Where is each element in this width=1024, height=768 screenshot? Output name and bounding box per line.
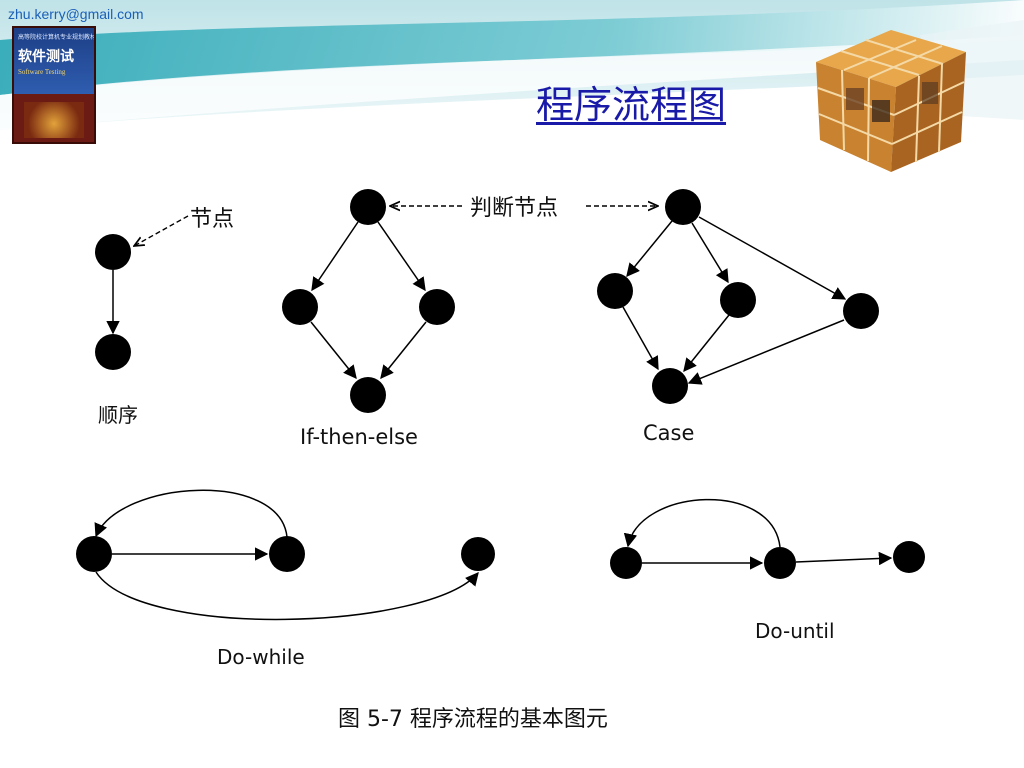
- case-arrow: [687, 319, 845, 385]
- dountil-exit-arrow: [795, 551, 893, 566]
- case-node-middle: [720, 282, 756, 318]
- case-node-right: [843, 293, 879, 329]
- case-figure: Case: [597, 189, 879, 445]
- if-then-else-figure: If-then-else: [282, 189, 455, 449]
- author-email[interactable]: zhu.kerry@gmail.com: [8, 6, 144, 22]
- case-arrow: [683, 314, 730, 373]
- slide-title: 程序流程图: [536, 83, 727, 127]
- ite-node-right: [419, 289, 455, 325]
- case-node-bottom: [652, 368, 688, 404]
- ite-node-top: [350, 189, 386, 225]
- case-node-left: [597, 273, 633, 309]
- case-arrow: [622, 306, 659, 371]
- sequence-label: 顺序: [98, 403, 138, 427]
- ite-arrow: [311, 221, 359, 292]
- if-then-else-label: If-then-else: [300, 425, 418, 449]
- case-arrow: [691, 222, 729, 284]
- book-cover-image: 高等院校计算机专业规划教材 软件测试 Software Testing: [12, 26, 96, 144]
- ite-node-bottom: [350, 377, 386, 413]
- dowhile-exit-arrow: [95, 571, 479, 621]
- ite-arrow: [310, 321, 357, 380]
- ite-arrow: [377, 221, 426, 292]
- decision-node-label: 判断节点: [470, 196, 558, 221]
- do-until-figure: Do-until: [610, 498, 925, 643]
- figure-caption: 图 5-7 程序流程的基本图元: [338, 707, 608, 732]
- book-subtitle: Software Testing: [18, 68, 66, 76]
- case-node-top: [665, 189, 701, 225]
- node-label: 节点: [190, 207, 234, 232]
- ite-arrow: [380, 321, 427, 380]
- photo-cube-decoration: [816, 30, 966, 172]
- case-arrow: [698, 216, 847, 300]
- book-title: 软件测试: [18, 49, 74, 65]
- dountil-node-a: [610, 547, 642, 579]
- slide-header: zhu.kerry@gmail.com 高等院校计算机专业规划教材 软件测试 S…: [0, 0, 1024, 180]
- dowhile-node-b: [269, 536, 305, 572]
- sequence-figure: 节点 顺序: [95, 207, 234, 427]
- do-while-figure: Do-while: [76, 489, 495, 669]
- do-while-label: Do-while: [217, 645, 305, 669]
- dountil-loop-arrow: [623, 498, 781, 548]
- case-arrow: [626, 220, 673, 278]
- sequence-node-bottom: [95, 334, 131, 370]
- dowhile-node-c: [461, 537, 495, 571]
- sequence-node-top: [95, 234, 131, 270]
- ite-node-left: [282, 289, 318, 325]
- do-until-label: Do-until: [755, 619, 835, 643]
- decision-node-callout: 判断节点: [390, 196, 658, 221]
- book-band-text: 高等院校计算机专业规划教材: [18, 34, 94, 41]
- node-pointer-dashed-arrow: [134, 215, 189, 246]
- dowhile-node-a: [76, 536, 112, 572]
- case-label: Case: [643, 421, 694, 445]
- dountil-node-c: [893, 541, 925, 573]
- dowhile-loop-arrow: [94, 489, 288, 538]
- dountil-node-b: [764, 547, 796, 579]
